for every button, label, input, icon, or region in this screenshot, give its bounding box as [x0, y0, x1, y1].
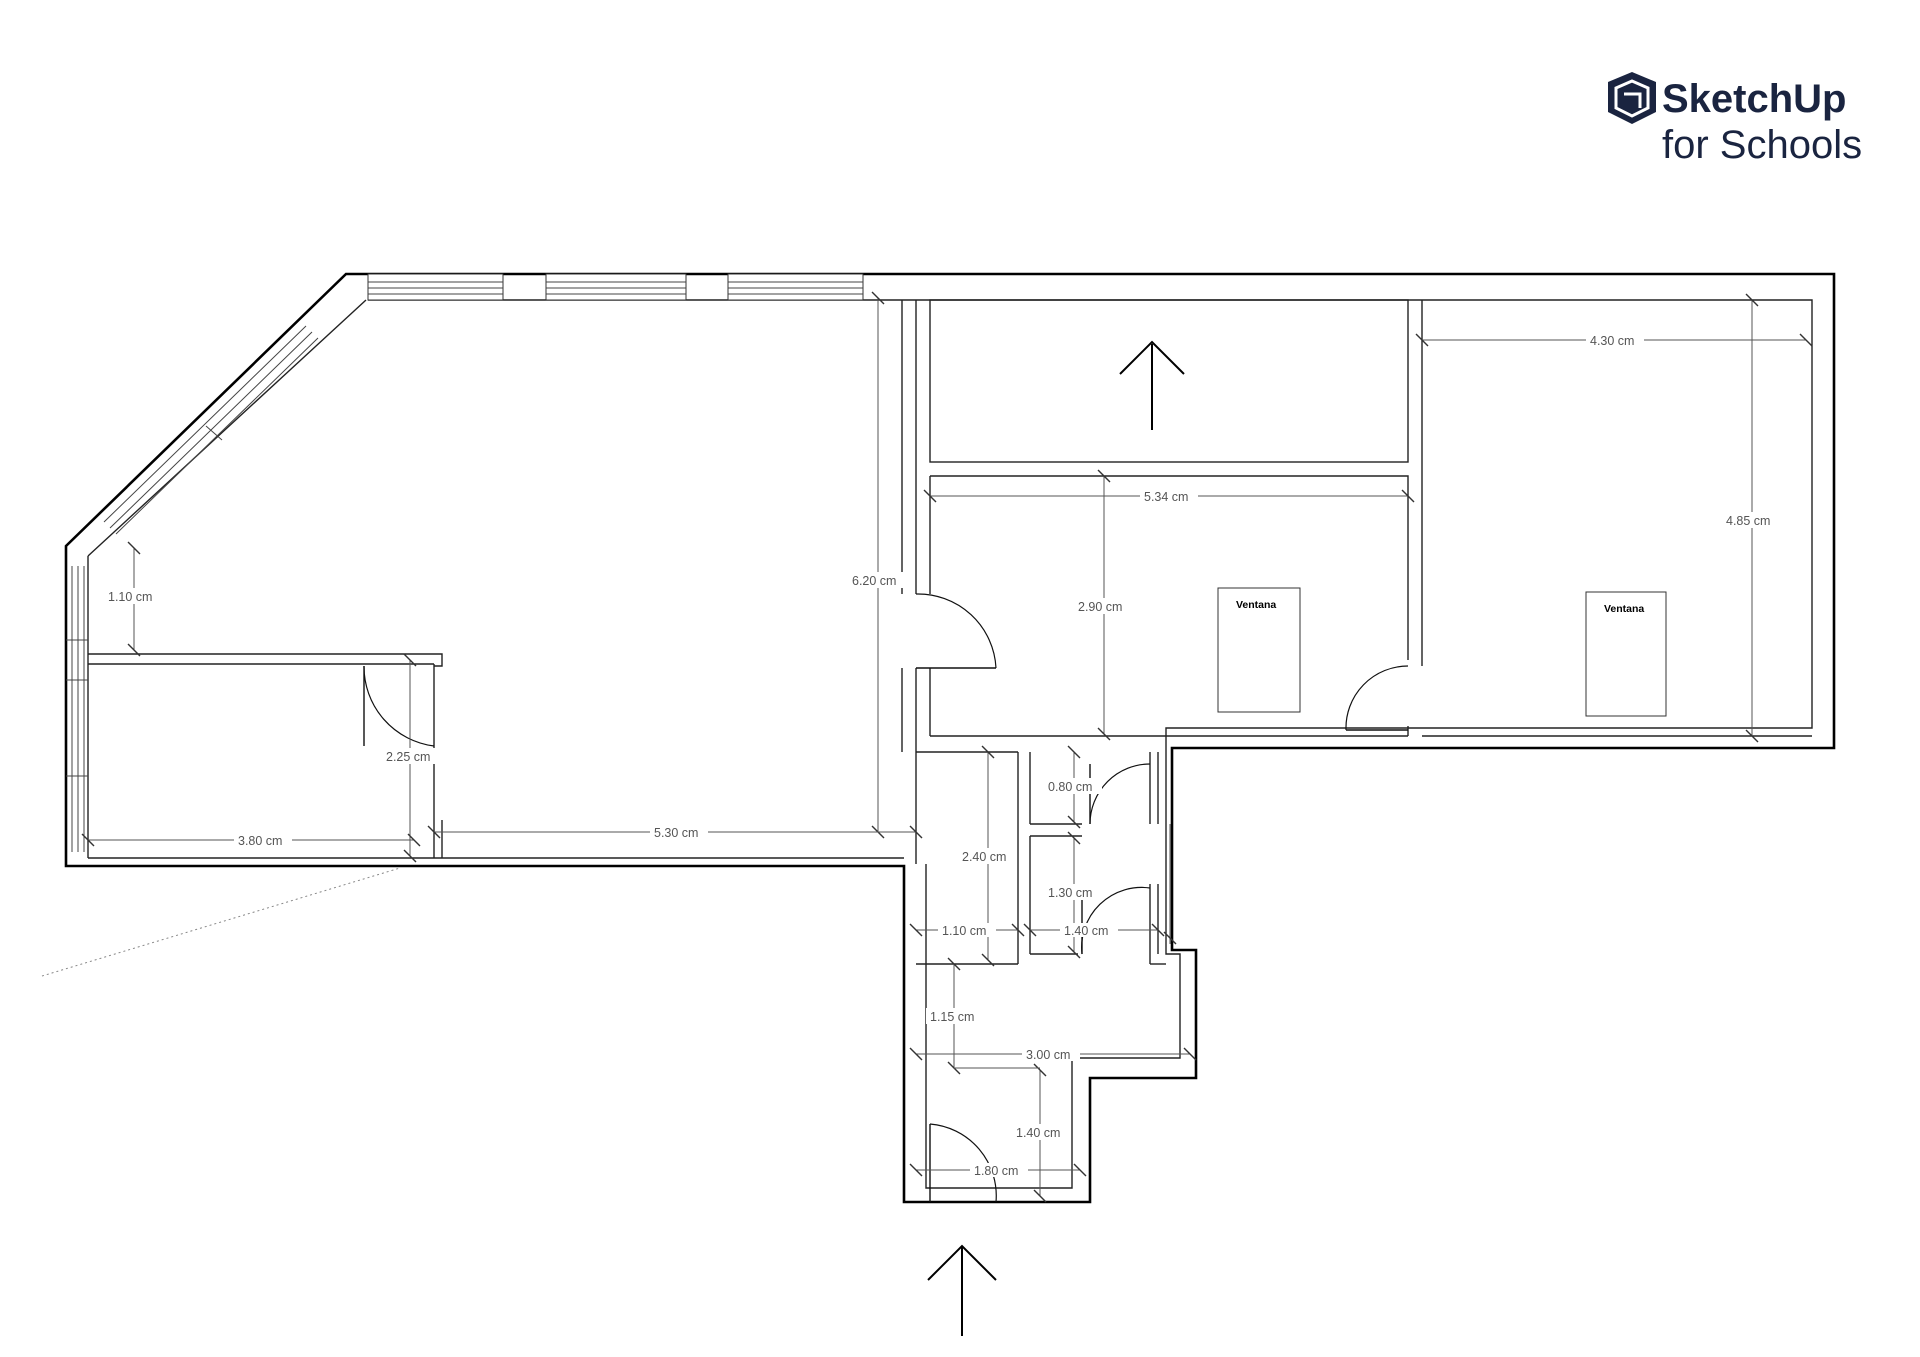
arrow-up-icon: [1119, 340, 1185, 430]
dim-2-90: 2.90 cm: [1078, 600, 1122, 614]
dim-1-80: 1.80 cm: [974, 1164, 1018, 1178]
window-top-3: [727, 273, 864, 301]
dim-1-15: 1.15 cm: [930, 1010, 974, 1024]
window-box-left: Ventana: [1217, 587, 1301, 713]
dim-1-40-mid: 1.40 cm: [1064, 924, 1108, 938]
dim-4-30: 4.30 cm: [1590, 334, 1634, 348]
window-box-right: Ventana: [1585, 591, 1667, 717]
dim-1-10-mid: 1.10 cm: [942, 924, 986, 938]
door-living-room: [915, 593, 997, 669]
window-label-left: Ventana: [1236, 599, 1276, 611]
dim-5-34: 5.34 cm: [1144, 490, 1188, 504]
sketchup-cube-icon: [1608, 72, 1656, 124]
dim-2-25: 2.25 cm: [386, 750, 430, 764]
dim-1-30: 1.30 cm: [1048, 886, 1092, 900]
logo-line-2: for Schools: [1662, 123, 1862, 167]
guide-dotted-line: [41, 867, 401, 977]
entrance-arrow-icon: [927, 1244, 997, 1336]
dimension-labels: 1.10 cm 6.20 cm 2.25 cm 3.80 cm 5.30 cm …: [104, 333, 1780, 1178]
interior-walls: [88, 299, 1812, 965]
door-right-bedroom: [1345, 665, 1409, 731]
dim-1-10-top: 1.10 cm: [108, 590, 152, 604]
window-left: [66, 566, 88, 852]
dim-3-00: 3.00 cm: [1026, 1048, 1070, 1062]
dim-1-40-low: 1.40 cm: [1016, 1126, 1060, 1140]
window-diagonal: [103, 325, 319, 535]
dim-2-40: 2.40 cm: [962, 850, 1006, 864]
dim-6-20: 6.20 cm: [852, 574, 896, 588]
door-entrance: [929, 1123, 997, 1203]
window-top-2: [545, 273, 687, 301]
door-bedroom-left: [363, 665, 435, 747]
dim-3-80: 3.80 cm: [238, 834, 282, 848]
outer-walls: [64, 272, 1836, 1204]
dim-5-30: 5.30 cm: [654, 826, 698, 840]
window-top-1: [367, 273, 504, 301]
logo-line-1: SketchUp: [1662, 77, 1847, 121]
windows: [66, 273, 864, 852]
sketchup-logo: SketchUp for Schools: [1608, 72, 1862, 167]
dim-0-80: 0.80 cm: [1048, 780, 1092, 794]
window-label-right: Ventana: [1604, 603, 1644, 615]
dim-4-85: 4.85 cm: [1726, 514, 1770, 528]
